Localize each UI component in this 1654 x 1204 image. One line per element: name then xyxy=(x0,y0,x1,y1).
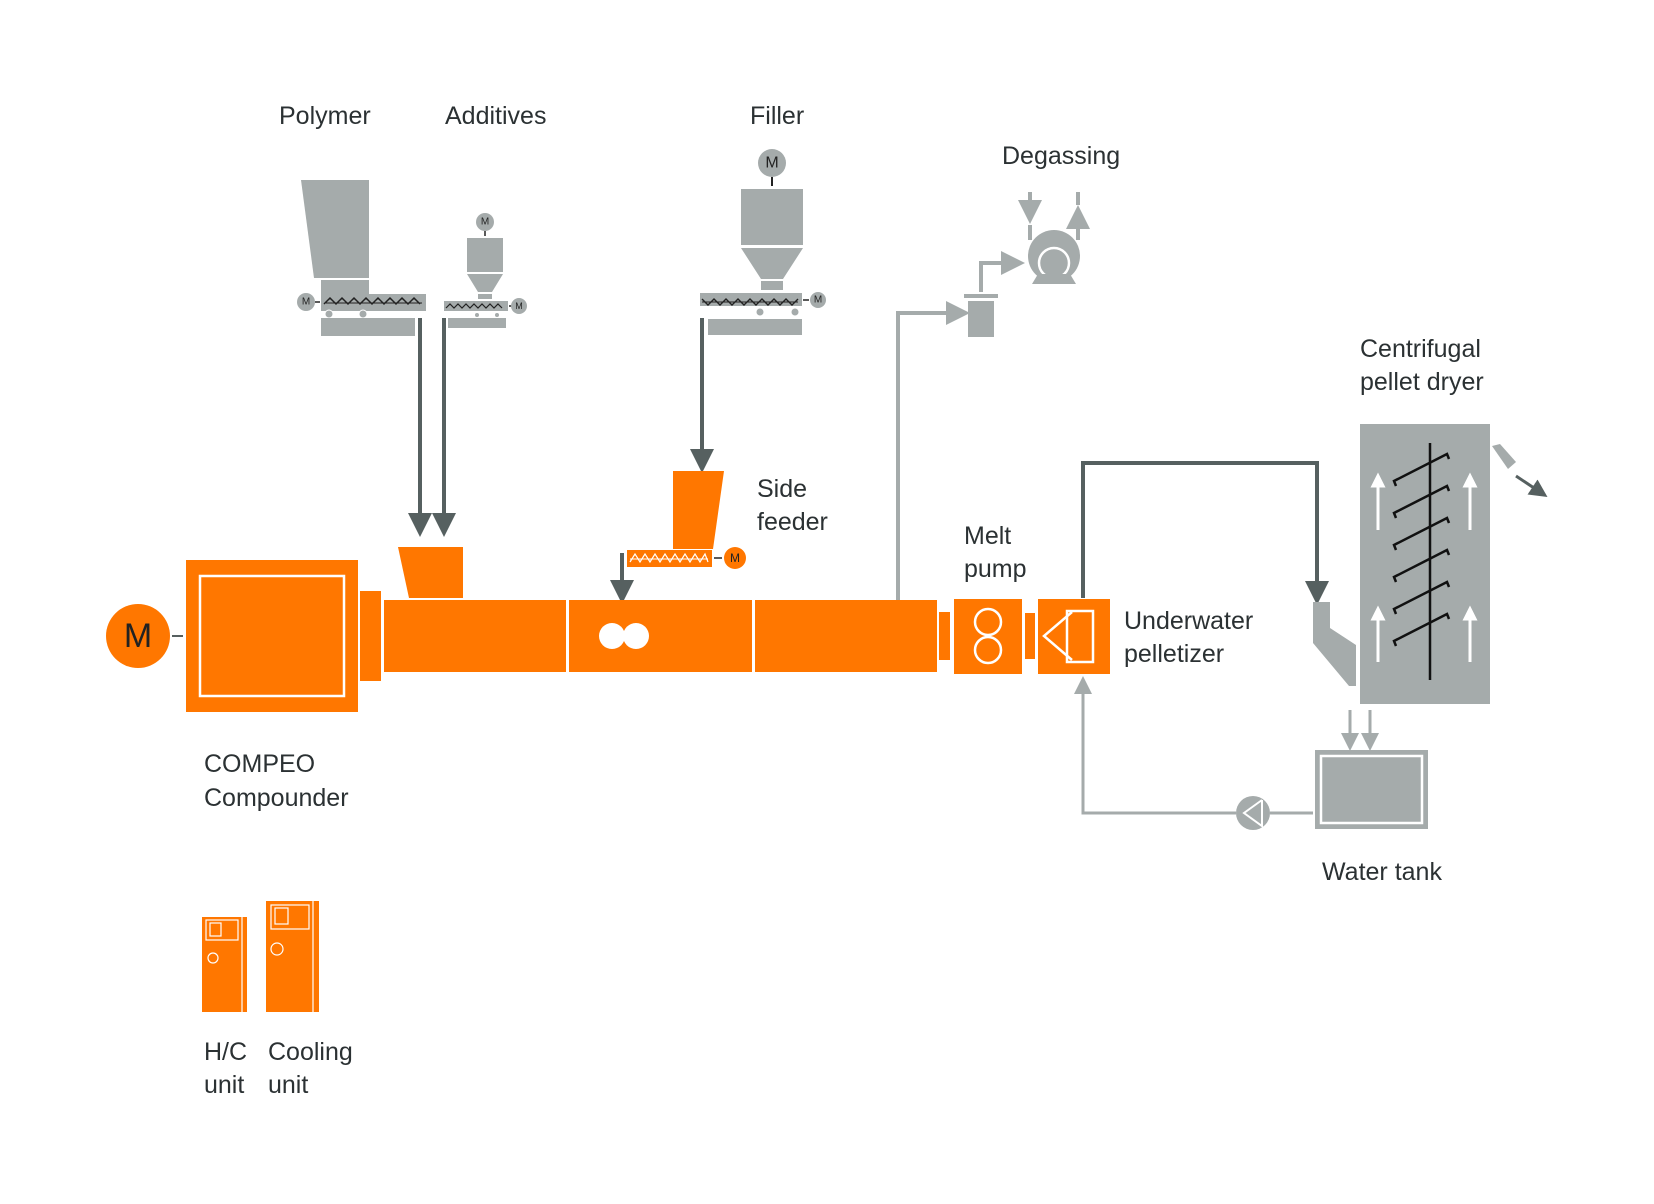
motor-icon: M xyxy=(714,547,746,569)
label-additives: Additives xyxy=(445,102,546,130)
svg-text:M: M xyxy=(730,551,740,565)
label-filler: Filler xyxy=(750,102,804,130)
melt-pump xyxy=(954,599,1035,674)
label-dryer-2: pellet dryer xyxy=(1360,368,1484,396)
filler-feeder: M M xyxy=(700,149,826,335)
cooling-unit xyxy=(266,901,319,1012)
barrel-section-1 xyxy=(384,600,566,672)
svg-text:M: M xyxy=(124,617,152,655)
label-cooling-unit-1: Cooling xyxy=(268,1038,353,1066)
dryer-outlet xyxy=(1492,444,1516,469)
twin-screw-icon xyxy=(599,623,625,649)
label-pelletizer-1: Underwater xyxy=(1124,607,1253,635)
svg-text:M: M xyxy=(481,217,489,228)
motor-icon: M xyxy=(476,213,494,236)
main-motor: M xyxy=(106,604,183,668)
label-compounder-2: Compounder xyxy=(204,784,349,812)
water-circuit-line xyxy=(1074,676,1236,815)
label-melt-pump-2: pump xyxy=(964,555,1027,583)
label-hc-unit-2: unit xyxy=(204,1071,244,1099)
extruder-barrel xyxy=(384,547,950,672)
label-dryer-1: Centrifugal xyxy=(1360,335,1481,363)
svg-text:M: M xyxy=(515,301,523,311)
gear-pump-icon xyxy=(973,607,1003,637)
polymer-feeder: M xyxy=(297,180,426,336)
label-compounder-1: COMPEO xyxy=(204,750,315,778)
screw-icon xyxy=(701,298,799,306)
screw-icon xyxy=(445,303,503,309)
water-tank xyxy=(1315,750,1428,829)
condenser xyxy=(968,301,994,337)
dryer-inlet-chute xyxy=(1313,602,1356,686)
centrifugal-pellet-dryer xyxy=(1313,424,1548,704)
water-pump-icon xyxy=(1236,796,1270,830)
motor-icon: M xyxy=(297,293,320,311)
degassing-line xyxy=(896,301,970,600)
label-water-tank: Water tank xyxy=(1322,858,1442,886)
label-side-feeder-2: feeder xyxy=(757,508,828,536)
side-feeder-hopper xyxy=(673,471,724,549)
screw-icon xyxy=(629,552,709,564)
gearbox xyxy=(186,560,381,712)
label-degassing: Degassing xyxy=(1002,142,1120,170)
label-polymer: Polymer xyxy=(279,102,371,130)
hc-unit xyxy=(202,917,247,1012)
barrel-section-2 xyxy=(569,600,752,672)
pellet-slurry-line xyxy=(1081,461,1329,605)
motor-icon: M xyxy=(509,298,527,314)
pellet-out-arrow xyxy=(1515,474,1548,497)
label-melt-pump-1: Melt xyxy=(964,522,1011,550)
label-side-feeder-1: Side xyxy=(757,475,807,503)
svg-text:M: M xyxy=(302,297,310,308)
motor-icon: M xyxy=(803,292,826,308)
svg-text:M: M xyxy=(814,295,822,306)
label-hc-unit-1: H/C xyxy=(204,1038,247,1066)
rotor-blades xyxy=(1392,452,1451,647)
polymer-hopper xyxy=(301,180,369,278)
motor-icon: M xyxy=(758,149,786,186)
screw-icon xyxy=(323,296,421,306)
degassing-unit xyxy=(964,192,1090,337)
side-feeder: M xyxy=(627,471,746,569)
motor-icon xyxy=(106,604,170,668)
pelletizer-knife-icon xyxy=(1042,611,1073,661)
label-pelletizer-2: pelletizer xyxy=(1124,640,1224,668)
svg-text:M: M xyxy=(765,155,778,172)
barrel-section-3 xyxy=(755,600,937,672)
additives-feeder: M M xyxy=(444,213,527,328)
label-cooling-unit-2: unit xyxy=(268,1071,308,1099)
underwater-pelletizer xyxy=(1038,599,1110,674)
main-feed-hopper xyxy=(398,547,463,598)
